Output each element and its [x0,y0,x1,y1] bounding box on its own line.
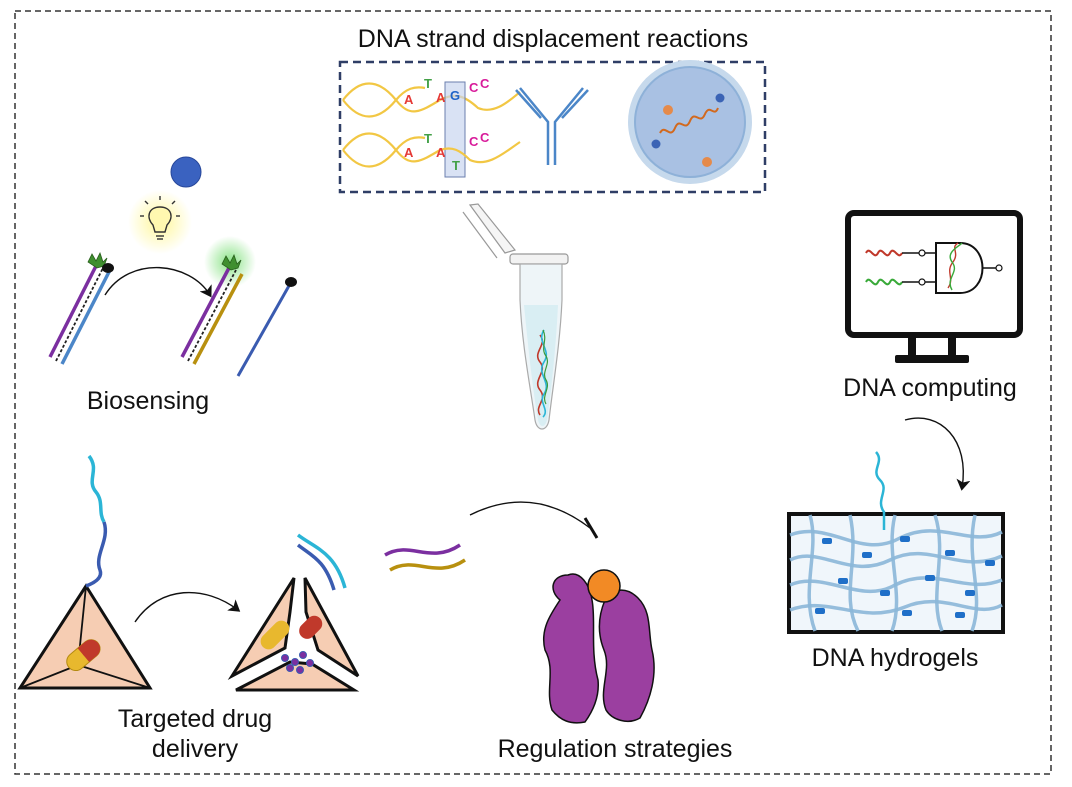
computing-to-hydrogel-arrow [904,417,971,491]
dsd-panel-frame [338,60,767,194]
biosensing-label: Biosensing [86,387,210,415]
dna-helix-bottom [342,132,521,168]
cell-icon [628,60,752,184]
bottom-base-5: C [480,130,490,145]
top-base-5: C [480,76,490,91]
antibody-icon [515,87,589,165]
top-base-4: C [469,80,479,95]
bottom-base-1: T [424,131,432,146]
bottom-base-0: A [404,145,414,160]
top-base-3: G [450,88,460,103]
top-base-1: T [424,76,432,91]
regulation-strategies-label: Regulation strategies [497,735,733,763]
bottom-base-2: A [436,145,446,160]
dna-computing-label: DNA computing [843,374,1017,402]
biosensing-illustration [48,156,297,377]
top-base-0: A [404,92,414,107]
drug-delivery-label-line2: delivery [151,735,239,763]
lightbulb-icon [140,196,180,240]
bottom-base-3: T [452,158,460,173]
monitor-icon [845,210,1023,363]
bottom-base-4: C [469,134,479,149]
dna-hydrogels-label: DNA hydrogels [811,644,979,672]
regulation-illustration [384,501,655,724]
top-base-2: A [436,90,446,105]
hydrogel-illustration [787,451,1005,634]
drug-delivery-illustration [17,454,360,692]
drug-delivery-label-line1: Targeted drug [117,705,273,733]
tube-icon [462,203,569,430]
figure-title: DNA strand displacement reactions [357,25,749,53]
dna-helix-top [342,81,521,178]
